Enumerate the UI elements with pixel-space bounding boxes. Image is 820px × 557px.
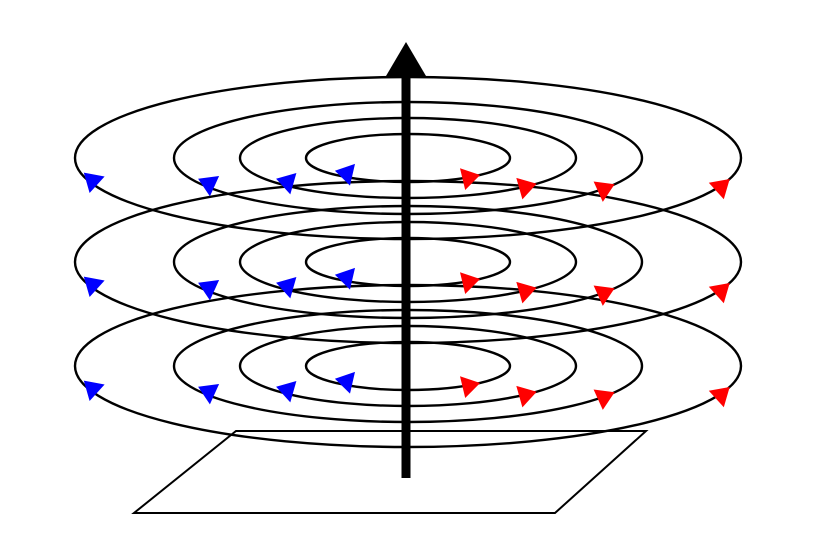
direction-arrow-right-layer-2-ring-4 (460, 272, 481, 294)
base-plane (131, 430, 649, 514)
current-arrow (386, 42, 426, 478)
direction-arrow-left-layer-1-ring-2 (198, 176, 220, 197)
direction-arrow-right-layer-2-ring-1 (708, 283, 730, 304)
direction-arrow-left-layer-1-ring-3 (276, 173, 297, 195)
direction-arrow-right-layer-1-ring-3 (516, 177, 537, 200)
direction-arrow-right-layer-1-ring-4 (460, 168, 481, 190)
direction-arrow-right-layer-1-ring-2 (593, 181, 615, 202)
direction-arrow-right-layer-2-ring-3 (516, 281, 537, 304)
direction-arrow-left-layer-1-ring-1 (83, 172, 105, 193)
direction-arrow-left-layer-3-ring-3 (276, 381, 297, 403)
direction-arrow-left-layer-3-ring-1 (83, 380, 105, 401)
direction-arrow-left-layer-2-ring-2 (198, 280, 220, 301)
direction-arrow-left-layer-3-ring-4 (334, 371, 355, 394)
direction-arrow-left-layer-2-ring-4 (334, 267, 355, 290)
direction-arrow-right-layer-3-ring-3 (516, 385, 537, 408)
current-arrow-head (386, 42, 426, 76)
direction-arrow-right-layer-3-ring-4 (460, 376, 481, 398)
direction-arrow-left-layer-3-ring-2 (198, 384, 220, 405)
direction-arrow-left-layer-2-ring-1 (83, 276, 105, 297)
direction-arrow-right-layer-3-ring-2 (593, 389, 615, 410)
direction-arrow-left-layer-2-ring-3 (276, 277, 297, 299)
direction-arrow-right-layer-1-ring-1 (708, 179, 730, 200)
direction-arrow-right-layer-2-ring-2 (593, 285, 615, 306)
direction-arrows (83, 163, 730, 410)
direction-arrow-right-layer-3-ring-1 (708, 387, 730, 408)
direction-arrow-left-layer-1-ring-4 (334, 163, 355, 186)
